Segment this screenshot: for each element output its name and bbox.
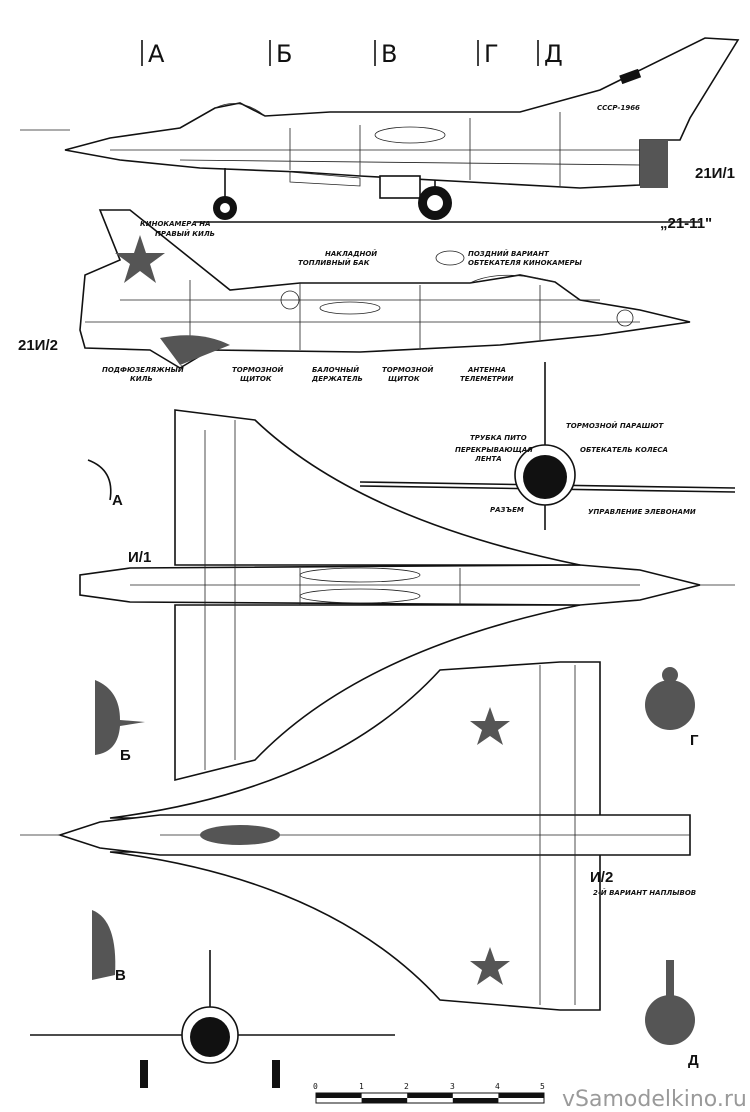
tail-marking: СССР-1966 bbox=[597, 104, 640, 112]
bottom-view-label: И/2 bbox=[590, 869, 613, 886]
scale-tick-4: 4 bbox=[495, 1082, 500, 1091]
callout-ventral-fin-1: ПОДФЮЗЕЛЯЖНЫЙ bbox=[102, 365, 184, 374]
callout-brake-2b: ЩИТОК bbox=[388, 375, 420, 383]
callout-tank-1: НАКЛАДНОЙ bbox=[325, 249, 377, 258]
callout-brake-2a: ТОРМОЗНОЙ bbox=[382, 365, 434, 374]
side-view-21i2: 21И/2 КИНОКАМЕРА НА ПРАВЫЙ КИЛЬ НАКЛАДНО… bbox=[18, 209, 691, 383]
callout-tank-2: ТОПЛИВНЫЙ БАК bbox=[298, 258, 370, 267]
callout-pylon-1: БАЛОЧНЫЙ bbox=[312, 365, 359, 374]
section-marker-b: Б bbox=[276, 40, 292, 68]
callout-fairing-1: ПОЗДНИЙ ВАРИАНТ bbox=[468, 249, 550, 258]
callout-camera-2: ПРАВЫЙ КИЛЬ bbox=[155, 229, 215, 238]
section-v: В bbox=[115, 967, 126, 984]
side-view-21i1: СССР-1966 21И/1 „21-11" bbox=[20, 37, 740, 232]
section-marker-g: Г bbox=[484, 40, 499, 68]
side-view-2-label: 21И/2 bbox=[18, 337, 58, 354]
callout-brake-1a: ТОРМОЗНОЙ bbox=[232, 365, 284, 374]
callout-elevons: УПРАВЛЕНИЕ ЭЛЕВОНАМИ bbox=[588, 508, 696, 516]
section-marker-d: Д bbox=[544, 40, 563, 68]
section-b: Б bbox=[120, 747, 131, 764]
side-view-1-subtitle: „21-11" bbox=[660, 215, 712, 232]
callout-chute: ТОРМОЗНОЙ ПАРАШЮТ bbox=[566, 421, 665, 430]
bottom-view-i2: И/2 2-Й ВАРИАНТ НАПЛЫВОВ bbox=[20, 661, 696, 1011]
scale-tick-5: 5 bbox=[540, 1082, 545, 1091]
callout-wheel-fairing: ОБТЕКАТЕЛЬ КОЛЕСА bbox=[580, 446, 668, 454]
top-view-label: И/1 bbox=[128, 549, 151, 566]
section-d: Д bbox=[688, 1052, 699, 1069]
section-a: А bbox=[112, 492, 123, 509]
section-marker-v: В bbox=[381, 40, 397, 68]
front-view: ТОРМОЗНОЙ ПАРАШЮТ ТРУБКА ПИТО ПЕРЕКРЫВАЮ… bbox=[359, 362, 736, 530]
callout-strip-2: ЛЕНТА bbox=[474, 455, 502, 463]
callout-pylon-2: ДЕРЖАТЕЛЬ bbox=[311, 375, 363, 383]
callout-fairing-2: ОБТЕКАТЕЛЯ КИНОКАМЕРЫ bbox=[468, 259, 583, 267]
callout-connector: РАЗЪЕМ bbox=[490, 506, 524, 514]
callout-brake-1b: ЩИТОК bbox=[240, 375, 272, 383]
section-marker-a: А bbox=[148, 40, 165, 68]
callout-strip-1: ПЕРЕКРЫВАЮЩАЯ bbox=[455, 446, 533, 454]
side-view-1-label: 21И/1 bbox=[695, 165, 735, 182]
scale-tick-0: 0 bbox=[313, 1082, 318, 1091]
scale-tick-1: 1 bbox=[359, 1082, 364, 1091]
section-g: Г bbox=[690, 732, 699, 749]
callout-pitot: ТРУБКА ПИТО bbox=[470, 434, 527, 442]
scale-tick-3: 3 bbox=[450, 1082, 455, 1091]
scale-bar: 0 1 2 3 4 5 bbox=[313, 1082, 545, 1104]
callout-ventral-fin-2: КИЛЬ bbox=[130, 375, 153, 383]
callout-camera-1: КИНОКАМЕРА НА bbox=[140, 220, 211, 228]
bottom-view-subtitle: 2-Й ВАРИАНТ НАПЛЫВОВ bbox=[593, 888, 696, 897]
section-markers: А Б В Г Д bbox=[141, 40, 563, 68]
top-view-i1: И/1 bbox=[79, 409, 735, 782]
scale-tick-2: 2 bbox=[404, 1082, 409, 1091]
callout-antenna-1: АНТЕННА bbox=[467, 366, 506, 374]
callout-antenna-2: ТЕЛЕМЕТРИИ bbox=[460, 375, 514, 383]
front-view-2 bbox=[30, 950, 395, 1088]
watermark: vSamodelkino.ru bbox=[562, 1087, 747, 1112]
cross-sections: А Б В Г Д bbox=[87, 459, 699, 1069]
